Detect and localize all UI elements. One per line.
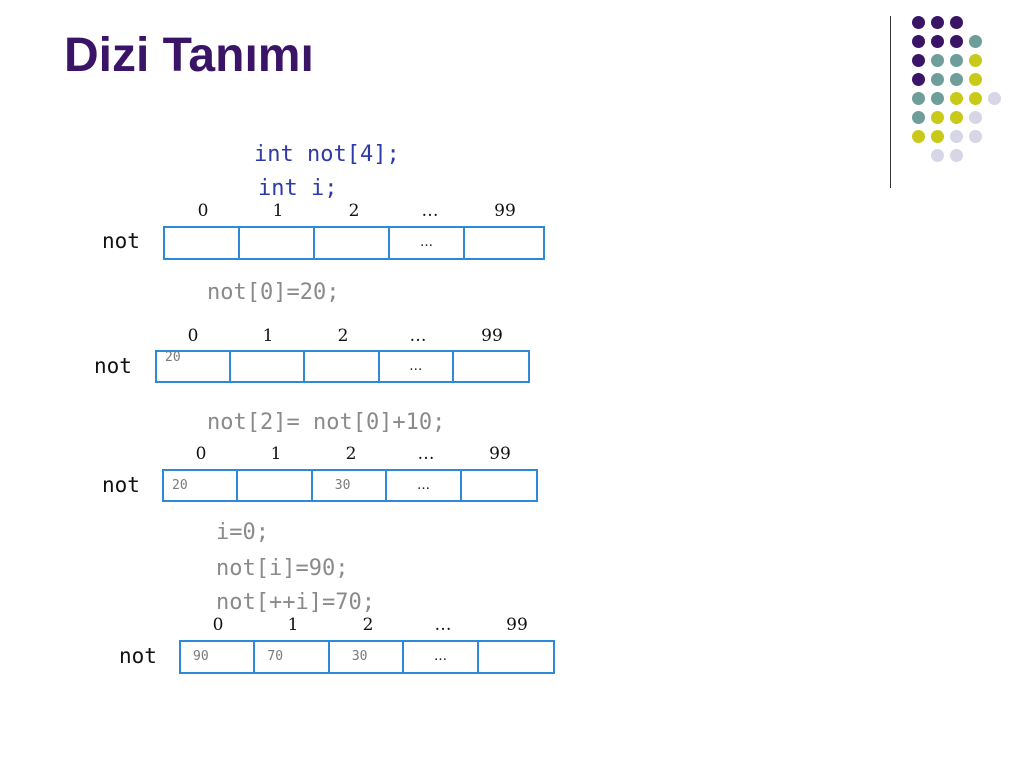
array-name-label: not (102, 229, 140, 253)
index-label: 99 (481, 326, 503, 346)
index-label: 2 (362, 615, 374, 635)
array-cell: 90 (181, 642, 256, 672)
decorative-dot (969, 92, 982, 105)
array-cell (454, 352, 528, 381)
index-label: … (434, 615, 452, 635)
decorative-dot (931, 35, 944, 48)
array-cell (462, 471, 536, 500)
decorative-dot (950, 111, 963, 124)
code-assignment-3a: i=0; (216, 520, 269, 545)
decorative-dot (950, 16, 963, 29)
array-cell (240, 228, 315, 258)
decorative-dot (950, 73, 963, 86)
index-label: 2 (348, 201, 360, 221)
code-assignment-1: not[0]=20; (207, 280, 340, 305)
decorative-dot (912, 92, 925, 105)
code-declaration-index: int i; (258, 176, 338, 201)
index-label: 2 (345, 444, 357, 464)
code-assignment-3c: not[++i]=70; (216, 590, 375, 615)
decorative-dot (969, 54, 982, 67)
decorative-dot (912, 16, 925, 29)
decorative-dot (912, 111, 925, 124)
decorative-dot (931, 73, 944, 86)
array-cell (238, 471, 313, 500)
array-name-label: not (94, 354, 132, 378)
decorative-dot (950, 54, 963, 67)
array-cell: 30 (313, 471, 388, 500)
array-cell (305, 352, 380, 381)
decorative-dot (912, 130, 925, 143)
decorative-dot (950, 35, 963, 48)
code-assignment-2: not[2]= not[0]+10; (207, 410, 446, 435)
decorative-dot (931, 111, 944, 124)
index-label: 99 (489, 444, 511, 464)
decorative-dot (931, 149, 944, 162)
array-cell (315, 228, 390, 258)
decorative-dot (912, 54, 925, 67)
decorative-dot (950, 92, 963, 105)
decorative-dot (969, 73, 982, 86)
array-cell: 30 (330, 642, 405, 672)
array-cell: 20 (164, 471, 239, 500)
array-cells: … (163, 226, 545, 260)
index-label: 1 (262, 326, 274, 346)
index-label: 0 (195, 444, 207, 464)
array-name-label: not (102, 473, 140, 497)
array-cells: 20 … (155, 350, 530, 383)
array-name-label: not (119, 644, 157, 668)
decorative-dot (950, 130, 963, 143)
slide-title: Dizi Tanımı (64, 29, 314, 82)
index-label: 1 (270, 444, 282, 464)
array-cell-ellipsis: … (380, 352, 454, 381)
code-declaration-array: int not[4]; (254, 142, 400, 167)
array-cell (165, 228, 240, 258)
decorative-dot (969, 111, 982, 124)
array-cell-ellipsis: … (390, 228, 465, 258)
decorative-dot (969, 130, 982, 143)
index-label: … (421, 201, 439, 221)
decorative-dot (931, 54, 944, 67)
index-label: 0 (197, 201, 209, 221)
index-label: 1 (272, 201, 284, 221)
array-cell (465, 228, 540, 258)
array-cell (231, 352, 306, 381)
decorative-dot (912, 35, 925, 48)
index-label: 99 (494, 201, 516, 221)
code-assignment-3b: not[i]=90; (216, 556, 349, 581)
array-cells: 20 30 … (162, 469, 538, 502)
array-cell-ellipsis: … (387, 471, 462, 500)
index-label: 1 (287, 615, 299, 635)
index-label: 2 (337, 326, 349, 346)
decorative-dot (950, 149, 963, 162)
array-cells: 90 70 30 … (179, 640, 555, 674)
title-divider (890, 16, 891, 188)
decorative-dot (969, 35, 982, 48)
decorative-dot (931, 16, 944, 29)
decorative-dot (931, 130, 944, 143)
array-cell: 20 (157, 351, 232, 381)
decorative-dot (988, 92, 1001, 105)
index-label: 0 (187, 326, 199, 346)
array-cell: 70 (255, 642, 330, 672)
array-cell (479, 642, 553, 672)
array-cell-ellipsis: … (404, 642, 479, 672)
index-label: 99 (506, 615, 528, 635)
index-label: 0 (212, 615, 224, 635)
decorative-dot (931, 92, 944, 105)
decorative-dot (912, 73, 925, 86)
index-label: … (417, 444, 435, 464)
index-label: … (409, 326, 427, 346)
